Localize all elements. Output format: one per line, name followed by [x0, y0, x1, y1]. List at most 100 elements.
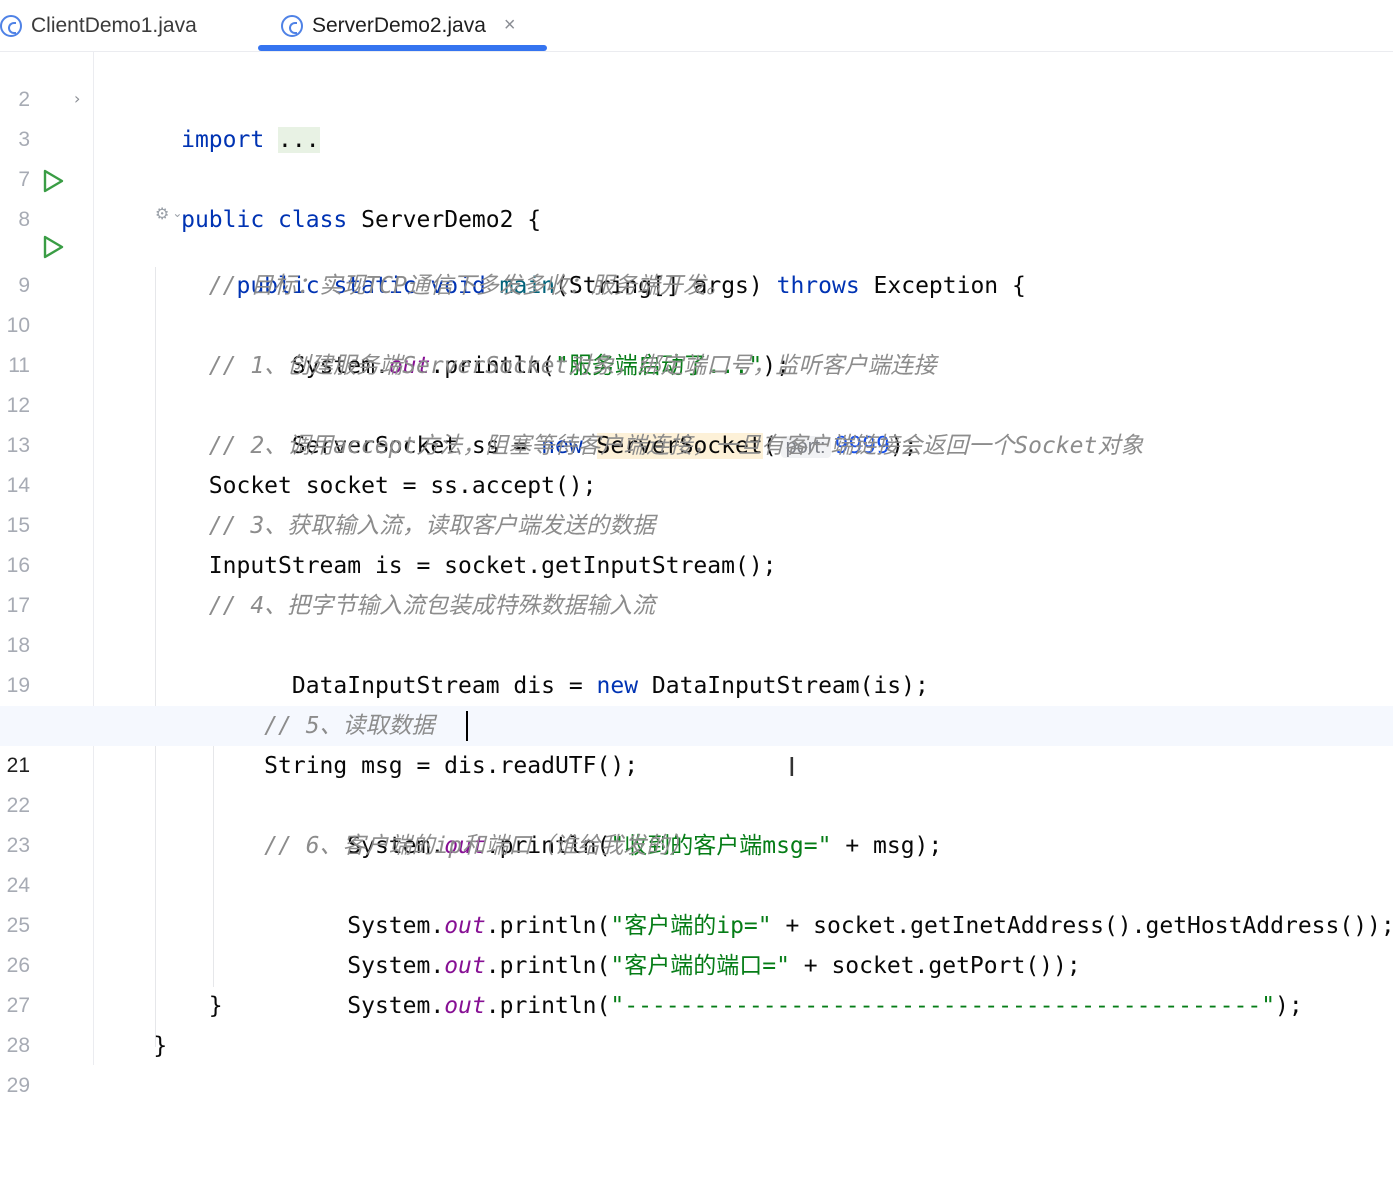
code-line-current: 21 // 5、读取数据 — [0, 706, 1393, 777]
java-class-icon — [281, 14, 303, 37]
run-icon[interactable] — [40, 234, 66, 260]
gutter-divider — [93, 52, 94, 1065]
line-number: 23 — [6, 834, 30, 857]
indent-guide — [155, 267, 156, 1047]
line-number: 27 — [6, 994, 30, 1017]
comment: // 目标：实现TCP通信下多发多收：服务端开发。 — [98, 273, 729, 299]
java-class-icon — [0, 14, 22, 37]
code-token: System. — [181, 913, 445, 939]
line-number: 18 — [6, 634, 30, 657]
code-token: ); — [1275, 993, 1303, 1019]
keyword: new — [596, 673, 639, 699]
line-number: 25 — [6, 914, 30, 937]
code-token: System. — [181, 953, 445, 979]
code-token: ); — [762, 353, 790, 379]
inlay-hint-toolbar[interactable]: ⚙ ⌄ — [155, 198, 182, 228]
line-number: 21 — [6, 754, 30, 777]
text-caret — [466, 711, 468, 741]
code-token: String msg = dis.readUTF(); — [98, 753, 639, 779]
folded-imports[interactable]: ... — [278, 127, 320, 153]
string-literal: "服务端启动了..." — [554, 353, 763, 379]
code-token: .println( — [430, 353, 555, 379]
code-token: ); — [889, 433, 918, 459]
close-icon[interactable]: × — [503, 14, 516, 36]
code-editor[interactable]: ⚙ ⌄ 2 3 › import ... 7 8 public class Se… — [0, 52, 1393, 1097]
code-token: .println( — [485, 953, 611, 979]
ibeam-cursor-icon: I — [788, 753, 796, 783]
code-token: .println( — [485, 993, 611, 1019]
code-line: 22 String msg = dis.readUTF(); — [0, 746, 1393, 817]
code-token: + msg); — [831, 833, 943, 859]
tab-label: ClientDemo1.java — [31, 13, 197, 37]
code-line: 28 } — [0, 986, 1393, 1057]
keyword: public — [236, 273, 320, 299]
line-number: 9 — [18, 274, 30, 297]
line-number: 15 — [6, 514, 30, 537]
line-number: 13 — [6, 434, 30, 457]
comment: // 4、把字节输入流包装成特殊数据输入流 — [98, 593, 656, 619]
code-line: 9 public static void main(String[] args)… — [0, 226, 1393, 299]
string-literal: "客户端的端口=" — [610, 953, 790, 979]
line-number: 29 — [6, 1074, 30, 1097]
code-line: 25 System.out.println("客户端的ip=" + socket… — [0, 866, 1393, 939]
code-token: Exception { — [859, 273, 1026, 299]
line-number: 24 — [6, 874, 30, 897]
method-name: main — [499, 273, 556, 299]
tab-clientdemo1[interactable]: ClientDemo1.java — [0, 0, 197, 51]
code-line: 7 — [0, 120, 1393, 191]
code-token: System. — [181, 353, 389, 379]
string-literal: "客户端的ip=" — [610, 913, 772, 939]
code-line: 10 // 目标：实现TCP通信下多发多收：服务端开发。 — [0, 266, 1393, 337]
comment: // 3、获取输入流，读取客户端发送的数据 — [98, 513, 656, 539]
line-number: 12 — [6, 394, 30, 417]
chevron-down-icon[interactable]: ⌄ — [172, 206, 183, 220]
code-line: 2 — [0, 40, 1393, 111]
code-line: 11 System.out.println("服务端启动了..."); — [0, 306, 1393, 379]
line-number: 8 — [18, 208, 30, 231]
code-line: 17 InputStream is = socket.getInputStrea… — [0, 546, 1393, 617]
comment: // 6、客户端的ip和端口（谁给我发的） — [98, 833, 693, 859]
code-token: .println( — [485, 833, 611, 859]
comment: // 2、调用accept方法，阻塞等待客户端连接，一旦有客户端链接会返回一个S… — [98, 433, 1144, 459]
code-line: 24 // 6、客户端的ip和端口（谁给我发的） — [0, 826, 1393, 897]
tab-serverdemo2[interactable]: ServerDemo2.java × — [281, 0, 516, 51]
line-number: 19 — [6, 674, 30, 697]
comment: // 1、创建服务端ServerSocket对象，绑定端口号，监听客户端连接 — [98, 353, 937, 379]
code-token: ( — [762, 433, 777, 459]
code-token: + socket.getPort()); — [789, 953, 1081, 979]
code-token: } — [98, 1033, 168, 1059]
keyword: throws — [776, 273, 860, 299]
code-token: .println( — [485, 913, 611, 939]
code-token: System. — [181, 993, 445, 1019]
parameter-hint: port: — [780, 436, 831, 458]
code-line: 29 } — [0, 1026, 1393, 1097]
keyword: import — [181, 127, 265, 153]
code-line: 16 // 3、获取输入流，读取客户端发送的数据 — [0, 506, 1393, 577]
editor-tab-bar: ClientDemo1.java ServerDemo2.java × — [0, 0, 1393, 52]
code-line: 12 // 1、创建服务端ServerSocket对象，绑定端口号，监听客户端连… — [0, 346, 1393, 417]
line-number: 16 — [6, 554, 30, 577]
line-number: 11 — [8, 354, 30, 377]
code-token: + socket.getInetAddress().getHostAddress… — [771, 913, 1393, 939]
static-field: out — [444, 953, 486, 979]
code-token: InputStream is = socket.getInputStream()… — [98, 553, 777, 579]
highlighted-identifier: ServerSocket — [596, 433, 763, 459]
run-icon[interactable] — [40, 168, 66, 194]
string-literal: "收到的客户端msg=" — [610, 833, 832, 859]
code-line: 13 ServerSocket ss = new ServerSocket(po… — [0, 386, 1393, 459]
code-token: DataInputStream(is); — [638, 673, 929, 699]
line-number: 2 — [18, 88, 30, 111]
code-line: 20 while (true) { — [0, 666, 1393, 739]
keyword: public — [181, 207, 265, 233]
chevron-right-icon[interactable]: › — [74, 89, 81, 108]
tab-label: ServerDemo2.java — [312, 13, 486, 37]
code-line: 18 // 4、把字节输入流包装成特殊数据输入流 — [0, 586, 1393, 657]
code-token: Socket socket = ss.accept(); — [98, 473, 597, 499]
code-token: System. — [181, 833, 445, 859]
active-tab-indicator — [258, 45, 547, 51]
code-vision-icon[interactable]: ⚙ — [155, 203, 170, 223]
line-number: 28 — [6, 1034, 30, 1057]
number-literal: 9999 — [834, 433, 890, 459]
static-field: out — [444, 913, 486, 939]
keyword: class — [278, 207, 348, 233]
